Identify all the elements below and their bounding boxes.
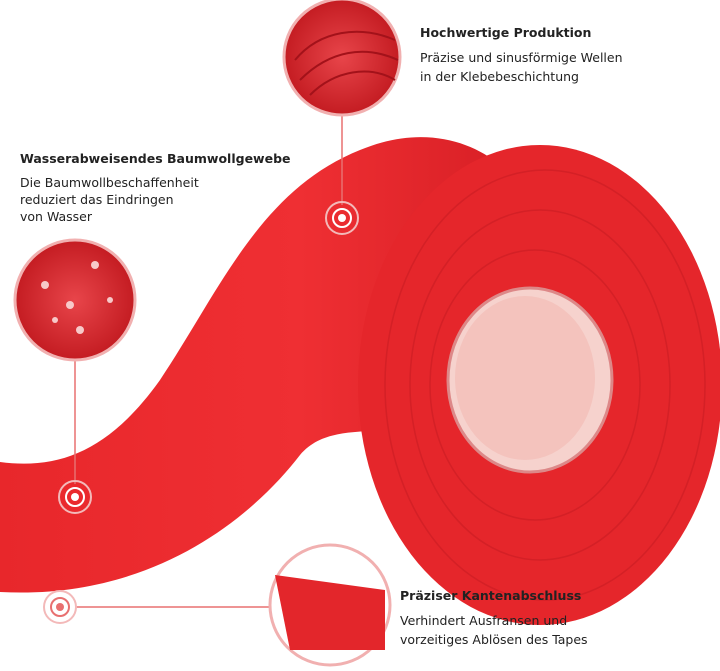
callout-edge: Präziser Kantenabschluss Verhindert Ausf… — [400, 588, 588, 649]
callout-text: Präzise und sinusförmige Wellen — [420, 50, 623, 65]
callout-text: in der Klebebeschichtung — [420, 69, 579, 84]
detail-circle-weave — [282, 0, 402, 117]
tape-strip — [0, 137, 500, 593]
target-marker-icon — [325, 201, 359, 235]
target-marker-icon — [58, 480, 92, 514]
callout-title: Präziser Kantenabschluss — [400, 588, 582, 603]
callout-title: Hochwertige Produktion — [420, 25, 592, 40]
detail-circle-water — [13, 238, 137, 362]
callout-water: Wasserabweisendes Baumwollgewebe Die Bau… — [20, 151, 291, 225]
callout-text: reduziert das Eindringen — [20, 192, 174, 207]
detail-circle-edge — [268, 543, 392, 667]
target-marker-icon — [43, 590, 77, 624]
callout-text: Die Baumwollbeschaffenheit — [20, 175, 199, 190]
callout-text: Verhindert Ausfransen und — [400, 613, 568, 628]
callout-text: vorzeitiges Ablösen des Tapes — [400, 632, 588, 647]
callout-title: Wasserabweisendes Baumwollgewebe — [20, 151, 291, 166]
callout-text: von Wasser — [20, 209, 93, 224]
callout-production: Hochwertige Produktion Präzise und sinus… — [420, 25, 623, 86]
